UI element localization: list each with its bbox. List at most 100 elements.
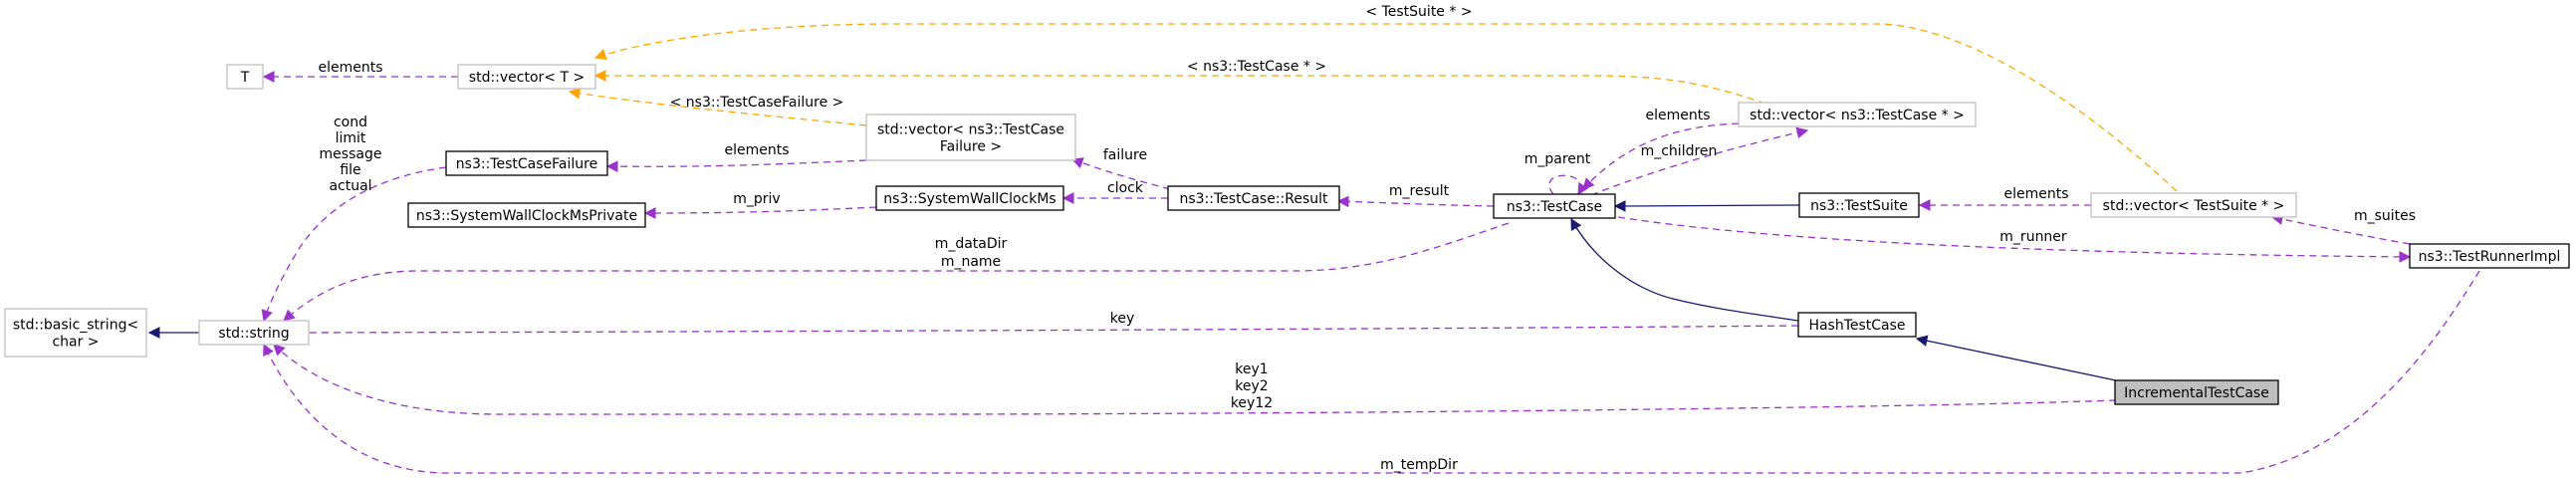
node-box: [1798, 192, 1920, 218]
edge-incremental-string: [273, 344, 2117, 415]
edge-label: m_priv: [733, 191, 780, 207]
node-label: std::string: [218, 326, 289, 342]
edge-label-line: m_priv: [733, 191, 780, 207]
edge-hash-testcase: [1570, 217, 1799, 322]
edge-label: elements: [724, 142, 789, 158]
edge-testcase-result: [1336, 195, 1495, 208]
node-label: IncrementalTestCase: [2124, 385, 2269, 401]
node-testcase-failure[interactable]: ns3::TestCaseFailure: [445, 150, 608, 176]
edge-label: m_suites: [2354, 208, 2416, 224]
node-box: [1738, 102, 1977, 127]
node-label: std::vector< T >: [469, 70, 585, 86]
edge-hash-string: [297, 325, 1799, 339]
edge-label-line: m_name: [941, 254, 1001, 270]
node-hash-testcase[interactable]: HashTestCase: [1797, 312, 1917, 338]
node-vector-testsuite[interactable]: std::vector< TestSuite * >: [2090, 192, 2297, 218]
node-box: [2090, 192, 2297, 218]
edge-label-line: clock: [1107, 180, 1144, 196]
node-testcase-result[interactable]: ns3::TestCase::Result: [1167, 185, 1340, 211]
edge-label-line: elements: [1645, 108, 1710, 123]
node-vector-T[interactable]: std::vector< T >: [457, 64, 596, 90]
edge-label-line: key: [1110, 311, 1135, 327]
edge-label-line: key2: [1235, 378, 1268, 394]
edge-label-line: m_children: [1641, 143, 1718, 159]
edge-runner-suites: [2270, 213, 2411, 245]
edge-label-line: m_suites: [2354, 208, 2416, 224]
edge-label: m_result: [1389, 183, 1450, 199]
node-label: char >: [52, 335, 99, 351]
edge-failure-elements: [605, 159, 867, 172]
edge-label: m_runner: [1999, 229, 2067, 245]
edge-label-line: key12: [1231, 395, 1273, 411]
node-box: [226, 64, 264, 90]
node-wallclock-private[interactable]: ns3::SystemWallClockMsPrivate: [407, 202, 646, 228]
edge-label-line: limit: [336, 130, 366, 146]
edge-label: elements: [318, 60, 382, 76]
edge-label-line: actual: [329, 178, 371, 194]
node-wallclock[interactable]: ns3::SystemWallClockMs: [875, 185, 1064, 211]
node-box: [4, 308, 147, 358]
node-test-runner-impl[interactable]: ns3::TestRunnerImpl: [2409, 243, 2570, 269]
node-label: ns3::TestCaseFailure: [456, 156, 597, 172]
edge-label-line: elements: [724, 142, 789, 158]
node-label: std::vector< ns3::TestCase * >: [1750, 108, 1965, 123]
node-label: std::basic_string<: [13, 318, 138, 334]
edge-label-line: message: [320, 146, 382, 162]
edge-label: key: [1110, 311, 1135, 327]
edge-label: elements: [1645, 108, 1710, 123]
node-label: ns3::TestCase: [1507, 199, 1602, 215]
edge-incremental-hash: [1915, 335, 2117, 381]
edge-runner-string: [263, 270, 2480, 474]
node-box: [875, 185, 1064, 211]
edge-label-line: < ns3::TestCaseFailure >: [670, 95, 844, 111]
edge-label-line: < ns3::TestCase * >: [1187, 59, 1326, 75]
edge-label-line: m_parent: [1524, 151, 1591, 167]
edge-result-failure: [1070, 157, 1171, 190]
node-vector-testcase[interactable]: std::vector< ns3::TestCase * >: [1738, 102, 1977, 127]
edge-label: m_dataDir m_name: [935, 236, 1008, 270]
node-box: [865, 114, 1076, 161]
node-label: ns3::SystemWallClockMsPrivate: [416, 208, 637, 224]
edge-label-line: m_tempDir: [1380, 457, 1458, 473]
edge-label-line: file: [340, 162, 360, 178]
node-basic-string[interactable]: std::basic_string<char >: [4, 308, 147, 358]
node-T[interactable]: T: [226, 64, 264, 90]
node-incremental-testcase[interactable]: IncrementalTestCase: [2114, 379, 2279, 405]
node-testsuite[interactable]: ns3::TestSuite: [1798, 192, 1920, 218]
edge-label: m_tempDir: [1380, 457, 1458, 473]
node-label: std::vector< TestSuite * >: [2103, 198, 2285, 214]
edge-label-line: m_runner: [1999, 229, 2067, 245]
node-label: ns3::TestRunnerImpl: [2419, 249, 2561, 265]
node-box: [2114, 379, 2279, 405]
edge-label: < TestSuite * >: [1365, 4, 1472, 20]
node-box: [1797, 312, 1917, 338]
node-label: ns3::TestSuite: [1810, 198, 1908, 214]
edge-label: clock: [1107, 180, 1144, 196]
node-vector-testcase-failure[interactable]: std::vector< ns3::TestCaseFailure >: [865, 114, 1076, 161]
node-std-string[interactable]: std::string: [198, 320, 310, 346]
edge-label-line: elements: [318, 60, 382, 76]
node-label: Failure >: [940, 139, 1002, 155]
edge-label-line: cond: [334, 115, 367, 130]
edge-testcase-template: [593, 70, 1766, 105]
node-box: [2409, 243, 2570, 269]
node-box: [457, 64, 596, 90]
node-label: std::vector< ns3::TestCase: [877, 122, 1064, 138]
edge-label: m_children: [1641, 143, 1718, 159]
edge-label-line: m_result: [1389, 183, 1450, 199]
node-label: ns3::TestCase::Result: [1179, 191, 1328, 207]
edge-label: elements: [2003, 186, 2068, 202]
node-box: [1493, 193, 1616, 219]
node-testcase[interactable]: ns3::TestCase: [1493, 193, 1616, 219]
edge-testcase-string: [283, 222, 1510, 322]
edge-testcase-parent: [1548, 174, 1589, 196]
edge-label: failure: [1103, 147, 1147, 163]
edge-label: < ns3::TestCaseFailure >: [670, 95, 844, 111]
edge-label-line: elements: [2003, 186, 2068, 202]
edge-vector-testcase-elements: [1582, 122, 1740, 190]
edge-label: m_parent: [1524, 151, 1591, 167]
edge-label-line: m_dataDir: [935, 236, 1008, 252]
